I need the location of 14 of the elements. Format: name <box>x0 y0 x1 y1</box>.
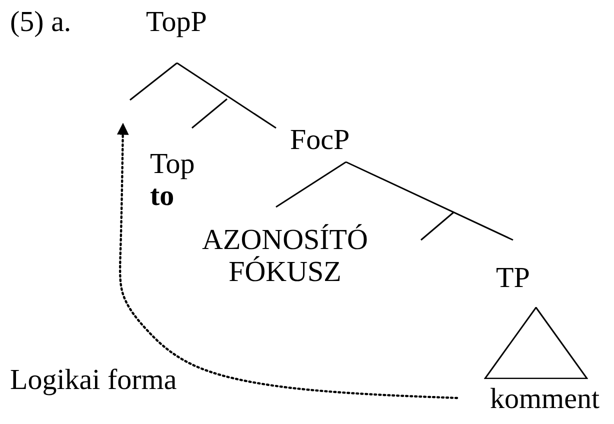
tree-label: FocP <box>290 124 350 156</box>
label-text: Logikai forma <box>10 364 177 396</box>
tree-branch <box>276 161 346 208</box>
tree-label: komment <box>490 383 600 415</box>
arrow <box>116 122 458 400</box>
tree-label: Top <box>150 147 195 180</box>
tree-branch <box>130 62 178 101</box>
tree-label: to <box>150 180 174 212</box>
tree-label: TopP <box>146 6 207 38</box>
tree-branch <box>176 62 276 129</box>
tree-label: TP <box>496 262 530 294</box>
tree-branch <box>346 161 514 241</box>
label-text: (5) a. <box>10 6 72 38</box>
tree-label: AZONOSÍTÓ FÓKUSZ <box>201 224 369 288</box>
